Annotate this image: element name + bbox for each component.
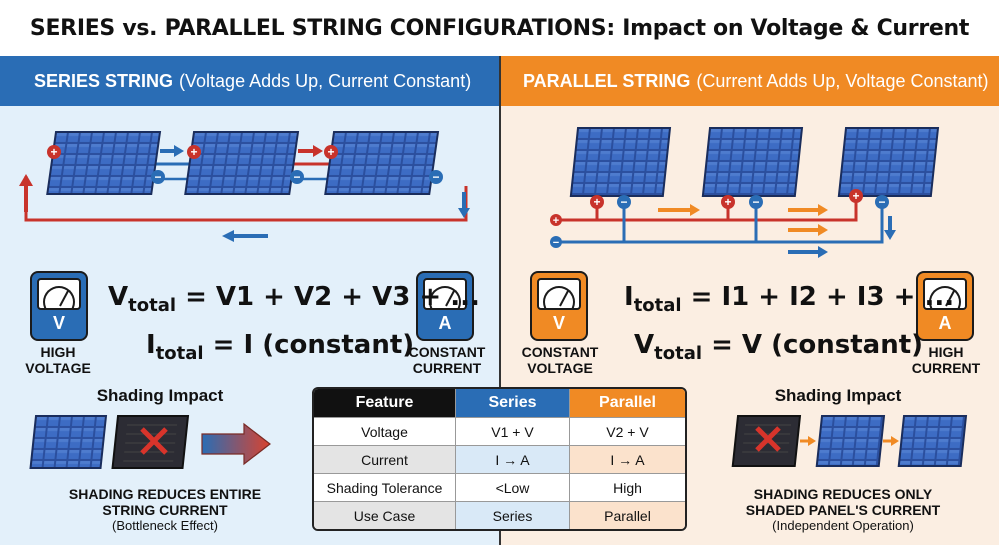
caption-line: CURRENT	[911, 360, 981, 376]
series-shading-title: Shading Impact	[96, 386, 224, 405]
formula-symbol: I	[146, 330, 156, 360]
table-cell: V1 + V	[455, 418, 569, 445]
meter-letter: V	[552, 313, 565, 333]
table-cell: I → A	[455, 446, 569, 473]
table-row: Current I → A I → A	[314, 445, 685, 473]
parallel-header-subtitle: (Current Adds Up, Voltage Constant)	[696, 70, 989, 91]
formula-subscript: total	[654, 343, 703, 364]
table-row: Shading Tolerance <Low High	[314, 473, 685, 501]
table-cell: Current	[314, 446, 455, 473]
page-title: SERIES vs. PARALLEL STRING CONFIGURATION…	[29, 15, 970, 41]
formula-symbol: V	[108, 282, 129, 312]
ammeter-icon: A	[416, 271, 474, 341]
title-bar: SERIES vs. PARALLEL STRING CONFIGURATION…	[0, 0, 999, 56]
table-cell: Use Case	[314, 502, 455, 529]
parallel-shading-note: SHADING REDUCES ONLY SHADED PANEL'S CURR…	[718, 486, 968, 534]
ammeter-icon: A	[916, 271, 974, 341]
note-line: (Bottleneck Effect)	[112, 518, 218, 533]
formula-expression: = V1 + V2 + V3 + ...	[176, 282, 480, 312]
caption-line: CURRENT	[412, 360, 482, 376]
series-header: SERIES STRING (Voltage Adds Up, Current …	[0, 56, 499, 106]
formula-expression: = I (constant)	[203, 330, 415, 360]
series-right-meter-caption: CONSTANT CURRENT	[400, 344, 494, 376]
series-header-title: SERIES STRING	[34, 70, 174, 91]
table-header-cell: Series	[455, 389, 569, 417]
formula-subscript: total	[633, 295, 682, 316]
table-row: Voltage V1 + V V2 + V	[314, 417, 685, 445]
table-cell: I → A	[569, 446, 685, 473]
voltmeter-icon: V	[530, 271, 588, 341]
series-header-subtitle: (Voltage Adds Up, Current Constant)	[179, 70, 472, 91]
caption-line: HIGH	[40, 344, 76, 360]
meter-letter: A	[938, 313, 952, 333]
series-voltage-formula: Vtotal = V1 + V2 + V3 + ...	[108, 282, 480, 316]
parallel-voltage-formula: Vtotal = V (constant)	[634, 330, 923, 364]
table-cell: High	[569, 474, 685, 501]
voltmeter-icon: V	[30, 271, 88, 341]
comparison-table: Feature Series Parallel Voltage V1 + V V…	[312, 387, 687, 531]
formula-subscript: total	[128, 295, 177, 316]
parallel-header: PARALLEL STRING (Current Adds Up, Voltag…	[501, 56, 999, 106]
caption-line: HIGH	[928, 344, 964, 360]
table-cell: Parallel	[569, 502, 685, 529]
table-cell: V2 + V	[569, 418, 685, 445]
formula-expression: = I1 + I2 + I3 + ...	[681, 282, 955, 312]
meter-letter: A	[438, 313, 452, 333]
table-cell: Voltage	[361, 423, 408, 440]
note-line: STRING CURRENT	[102, 502, 228, 518]
caption-line: VOLTAGE	[527, 360, 593, 376]
series-left-meter-caption: HIGH VOLTAGE	[18, 344, 98, 376]
caption-line: CONSTANT	[408, 344, 486, 360]
table-cell: <Low	[455, 474, 569, 501]
table-cell: Series	[455, 502, 569, 529]
table-header-cell: Feature	[314, 389, 455, 417]
parallel-shading-title: Shading Impact	[774, 386, 902, 405]
parallel-left-meter-caption: CONSTANT VOLTAGE	[514, 344, 606, 376]
parallel-right-meter-caption: HIGH CURRENT	[906, 344, 986, 376]
formula-expression: = V (constant)	[702, 330, 924, 360]
table-cell: Shading Tolerance	[326, 479, 443, 496]
note-line: SHADING REDUCES ENTIRE	[68, 486, 262, 502]
series-current-formula: Itotal = I (constant)	[146, 330, 414, 364]
table-row: Use Case Series Parallel	[314, 501, 685, 529]
meter-letter: V	[52, 313, 65, 333]
note-line: (Independent Operation)	[772, 518, 914, 533]
caption-line: CONSTANT	[521, 344, 599, 360]
table-header-row: Feature Series Parallel	[314, 389, 685, 417]
caption-line: VOLTAGE	[25, 360, 91, 376]
formula-symbol: I	[624, 282, 634, 312]
note-line: SHADED PANEL'S CURRENT	[745, 502, 941, 518]
table-header-cell: Parallel	[569, 389, 685, 417]
parallel-current-formula: Itotal = I1 + I2 + I3 + ...	[624, 282, 954, 316]
formula-symbol: V	[634, 330, 655, 360]
note-line: SHADING REDUCES ONLY	[753, 486, 933, 502]
panel-divider	[499, 56, 501, 545]
parallel-header-title: PARALLEL STRING	[523, 70, 691, 91]
series-shading-note: SHADING REDUCES ENTIRE STRING CURRENT (B…	[40, 486, 290, 534]
formula-subscript: total	[155, 343, 204, 364]
